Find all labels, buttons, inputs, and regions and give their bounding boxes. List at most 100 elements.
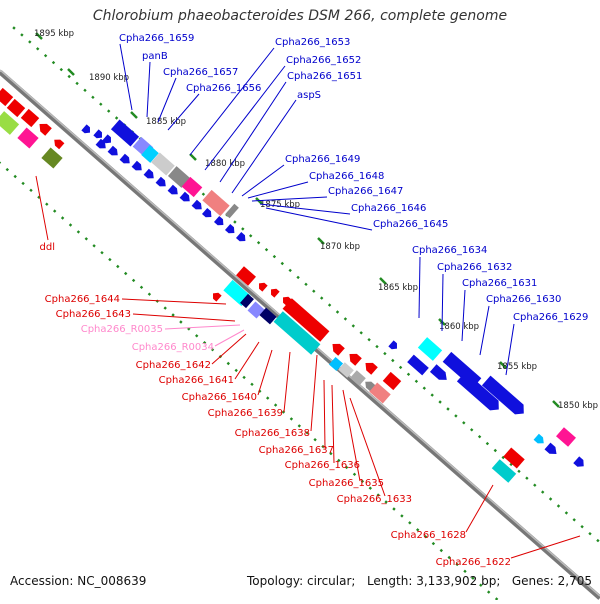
tick-row-outer [201, 192, 206, 196]
gene-reverse-box [0, 87, 14, 107]
reverse-gene-label: Cpha266_1633 [337, 494, 412, 505]
gene-reverse-arrow [270, 288, 280, 298]
tick-row-outer [304, 282, 308, 286]
gene-forward-arrow [167, 184, 178, 195]
map-title: Chlorobium phaeobacteroides DSM 266, com… [92, 8, 508, 24]
tick-row-outer [391, 358, 395, 363]
gene-reverse-arrow [39, 123, 52, 136]
forward-gene-leader [219, 81, 287, 183]
reverse-gene-label: Cpha266_1635 [309, 478, 384, 489]
tick-row-outer [272, 254, 277, 259]
tick-row-inner [29, 188, 33, 192]
tick-row-outer [446, 407, 450, 411]
scale-label: 1875 kbp [260, 200, 300, 210]
gene-reverse-box [259, 307, 277, 325]
genes-count-label: Genes: 2,705 [511, 574, 592, 588]
gene-reverse-box [6, 98, 26, 118]
tick-row-outer [485, 441, 490, 446]
reverse-gene-leader [132, 313, 236, 322]
forward-gene-label: Cpha266_1653 [275, 37, 350, 48]
tick-row-inner [352, 472, 357, 476]
tick-row-outer [596, 538, 600, 543]
gene-forward-arrow [429, 364, 447, 380]
scale-label: 1860 kbp [439, 322, 479, 332]
tick-row-inner [289, 417, 294, 421]
forward-gene-leader [441, 273, 444, 332]
tick-row-inner [250, 382, 254, 386]
tick-row-outer [75, 81, 79, 86]
tick-row-outer [406, 372, 411, 376]
gene-reverse-box [41, 147, 63, 169]
tick-row-inner [273, 403, 278, 407]
tick-row-inner [53, 209, 57, 213]
tick-row-inner [305, 431, 309, 435]
gene-forward-arrow [388, 340, 398, 350]
gene-forward-arrow [224, 224, 235, 234]
gene-forward-arrow [201, 208, 212, 218]
tick-row-inner [147, 292, 152, 296]
accession-label: Accession: NC_008639 [10, 574, 147, 588]
tick-row-inner [171, 313, 175, 317]
tick-row-outer [414, 379, 419, 383]
reverse-gene-leader [164, 324, 241, 330]
reverse-gene-leader [257, 349, 273, 396]
tick-row-outer [541, 490, 545, 494]
tick-row-inner [376, 493, 380, 497]
gene-reverse-box [240, 293, 254, 309]
tick-row-inner [439, 548, 443, 553]
forward-gene-label: Cpha266_1646 [351, 203, 426, 214]
forward-gene-leader [241, 164, 285, 197]
tick-row-outer [462, 421, 466, 425]
reverse-gene-label: Cpha266_1638 [235, 428, 310, 439]
tick-row-inner [195, 334, 199, 338]
forward-gene-leader [119, 43, 133, 111]
tick-row-inner [297, 424, 301, 428]
gene-forward-arrow [93, 129, 103, 139]
tick-row-outer [256, 241, 261, 245]
gene-forward-arrow [95, 138, 106, 149]
tick-row-inner [479, 583, 483, 587]
gene-forward-box [417, 337, 443, 361]
tick-row-inner [100, 251, 104, 255]
tick-row-outer [59, 67, 63, 72]
tick-row-outer [114, 116, 119, 120]
reverse-gene-label: Cpha266_1628 [391, 530, 466, 541]
tick-row-inner [179, 320, 183, 324]
tick-row-outer [398, 365, 403, 370]
forward-gene-label: Cpha266_1652 [286, 55, 361, 66]
tick-row-inner [408, 521, 412, 525]
forward-gene-label: Cpha266_1657 [163, 67, 238, 78]
tick-row-inner [131, 278, 136, 283]
forward-gene-label: Cpha266_1645 [373, 219, 448, 230]
reverse-gene-label: Cpha266_R0035 [81, 324, 163, 335]
gene-forward-arrow [213, 216, 224, 226]
tick-row-inner [337, 458, 341, 463]
tick-row-inner [384, 500, 388, 504]
scale-tick [189, 153, 197, 161]
reverse-gene-label: Cpha266_1639 [208, 408, 283, 419]
scale-label: 1890 kbp [89, 73, 129, 83]
tick-row-outer [477, 435, 482, 439]
tick-row-outer [288, 268, 292, 273]
forward-gene-leader [259, 203, 351, 215]
tick-row-inner [329, 451, 333, 456]
gene-reverse-box [369, 382, 391, 404]
tick-row-outer [517, 469, 521, 473]
gene-forward-box [110, 119, 140, 147]
gene-reverse-box [503, 447, 525, 469]
tick-row-inner [124, 271, 128, 276]
tick-row-inner [226, 361, 230, 366]
tick-row-inner [266, 396, 270, 400]
scale-tick [35, 32, 43, 40]
gene-forward-arrow [456, 371, 499, 411]
gene-forward-arrow [533, 433, 544, 444]
tick-row-inner [108, 257, 112, 262]
topology-label: Topology: circular; [247, 574, 356, 588]
tick-row-outer [296, 275, 300, 280]
gene-reverse-arrow [365, 362, 378, 375]
forward-gene-leader [461, 289, 466, 342]
tick-row-inner [76, 230, 81, 234]
gene-reverse-box [247, 301, 265, 319]
tick-row-inner [423, 535, 428, 539]
